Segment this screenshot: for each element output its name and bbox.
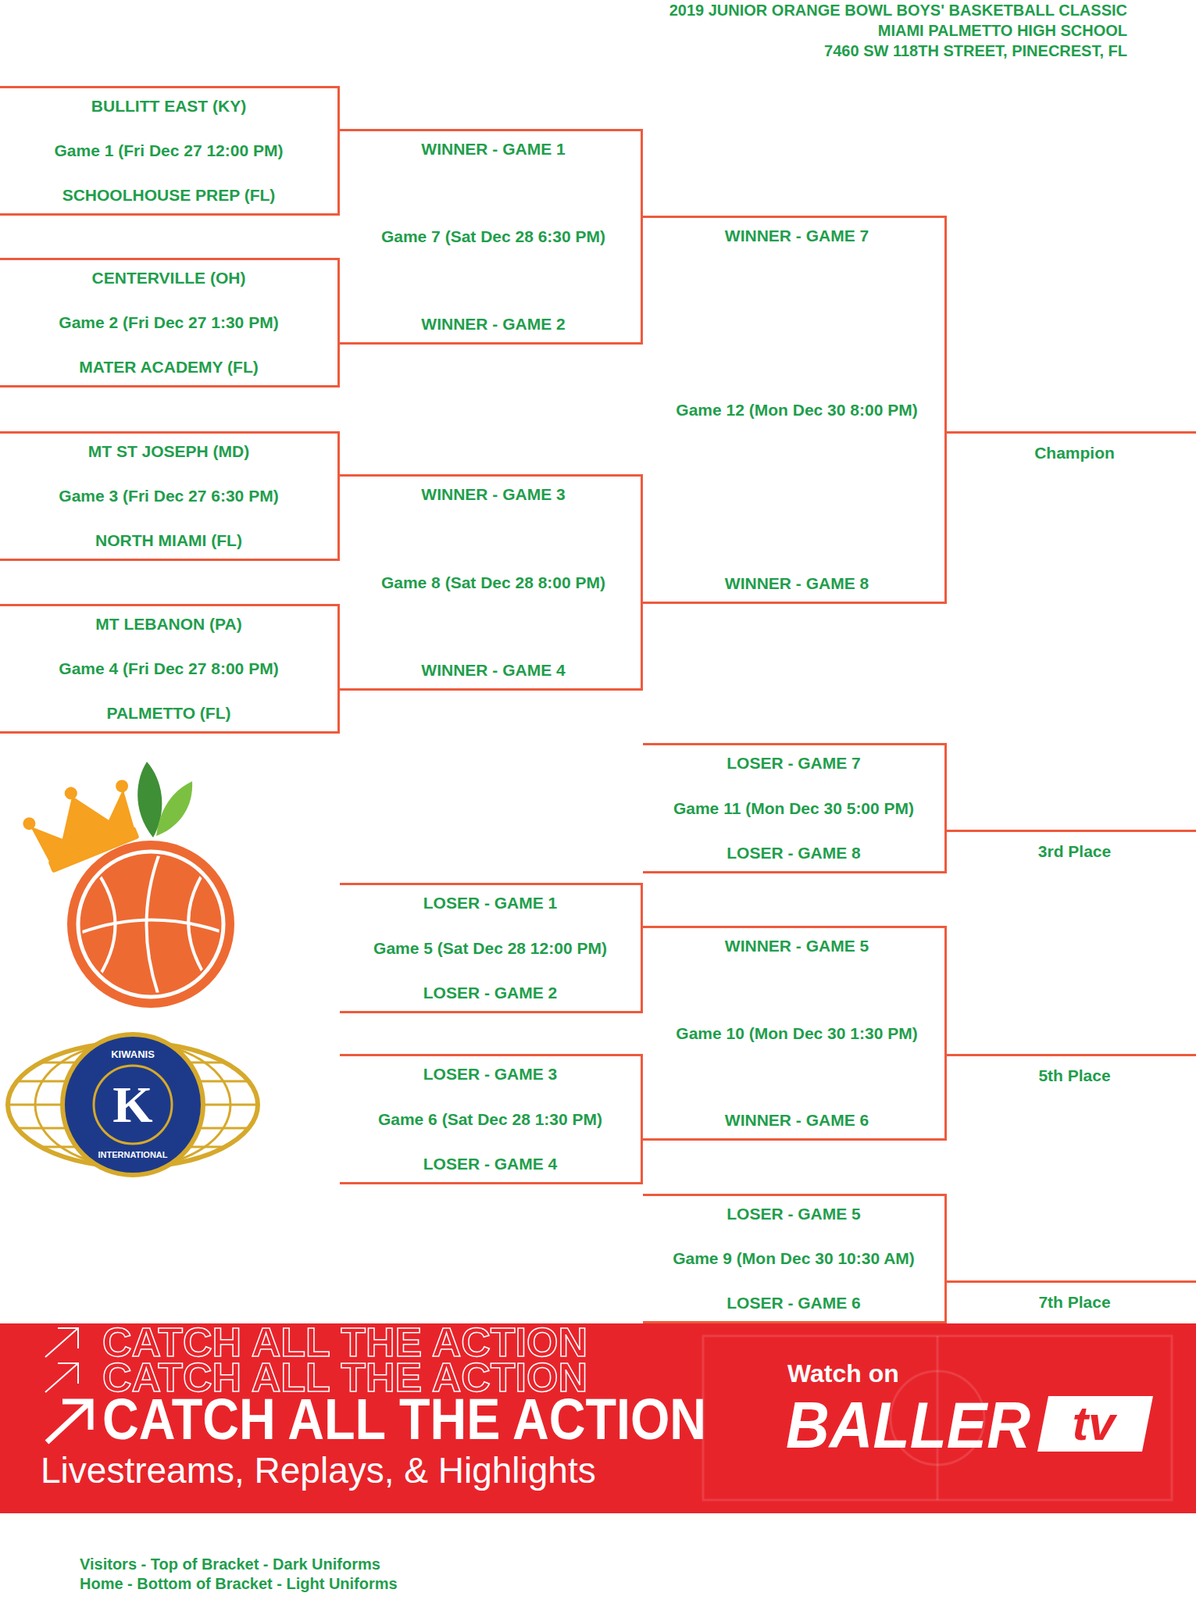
orange-bowl-logo	[16, 761, 235, 1008]
game-label: Game 4 (Fri Dec 27 8:00 PM)	[58, 658, 279, 679]
game-bracket: BULLITT EAST (KY) Game 1 (Fri Dec 27 12:0…	[0, 85, 340, 216]
team-slot: WINNER - GAME 8	[724, 573, 869, 594]
watch-on-text: Watch on	[787, 1359, 900, 1389]
team-slot: NORTH MIAMI (FL)	[95, 530, 243, 551]
place-label: Champion	[1034, 442, 1115, 464]
game-label: Game 8 (Sat Dec 28 8:00 PM)	[381, 572, 606, 593]
art-shape	[21, 815, 38, 832]
team-slot: LOSER - GAME 6	[726, 1292, 861, 1314]
art-shape	[47, 826, 140, 874]
team-slot: MATER ACADEMY (FL)	[78, 357, 258, 378]
place-label: 5th Place	[1038, 1065, 1111, 1086]
venue-address: 7460 SW 118TH STREET, PINECREST, FL	[824, 40, 1128, 61]
kiwanis-inner	[93, 1065, 172, 1144]
venue-name: MIAMI PALMETTO HIGH SCHOOL	[878, 20, 1128, 41]
game-bracket: CENTERVILLE (OH) Game 2 (Fri Dec 27 1:30 …	[0, 257, 340, 388]
art-shape	[146, 851, 161, 1000]
team-slot: LOSER - GAME 2	[423, 982, 558, 1004]
game-label: Game 9 (Mon Dec 30 10:30 AM)	[672, 1248, 915, 1269]
team-slot: MT ST JOSEPH (MD)	[88, 441, 250, 462]
team-slot: LOSER - GAME 1	[423, 892, 558, 914]
game-label: Game 3 (Fri Dec 27 6:30 PM)	[58, 485, 279, 507]
place-slot: 5th Place	[953, 1053, 1196, 1101]
game-bracket: LOSER - GAME 3 Game 6 (Sat Dec 28 1:30 PM…	[339, 1053, 643, 1185]
seal-text: INTERNATIONAL	[97, 1149, 168, 1160]
action-arrow	[46, 1401, 91, 1443]
banner-headline: CATCH ALL THE ACTION	[102, 1390, 707, 1449]
game-bracket: LOSER - GAME 1 Game 5 (Sat Dec 28 12:00 P…	[339, 882, 643, 1014]
team-slot: PALMETTO (FL)	[106, 703, 231, 724]
team-slot: LOSER - GAME 3	[423, 1063, 558, 1085]
uniform-note: Visitors - Top of Bracket - Dark Uniform…	[79, 1553, 381, 1575]
team-slot: WINNER - GAME 2	[421, 314, 565, 335]
art-shape	[188, 867, 211, 985]
game-bracket: MT LEBANON (PA) Game 4 (Fri Dec 27 8:00 P…	[0, 603, 340, 734]
game-bracket: MT ST JOSEPH (MD) Game 3 (Fri Dec 27 6:30…	[0, 431, 340, 561]
game-label: Game 1 (Fri Dec 27 12:00 PM)	[54, 140, 284, 161]
ghost-arrow	[45, 1363, 79, 1393]
team-slot: WINNER - GAME 7	[724, 225, 869, 247]
uniform-note: Home - Bottom of Bracket - Light Uniform…	[79, 1573, 398, 1594]
game-label: Game 5 (Sat Dec 28 12:00 PM)	[373, 938, 607, 959]
team-slot: CENTERVILLE (OH)	[92, 267, 247, 289]
place-slot: 3rd Place	[953, 829, 1196, 877]
team-slot: WINNER - GAME 3	[421, 484, 565, 505]
game-bracket: WINNER - GAME 3 Game 8 (Sat Dec 28 8:00 P…	[346, 474, 643, 691]
team-slot: BULLITT EAST (KY)	[91, 96, 247, 117]
brand-name: BALLER	[785, 1392, 1031, 1458]
art-shape	[62, 785, 79, 802]
tournament-title: 2019 JUNIOR ORANGE BOWL BOYS' BASKETBALL…	[669, 0, 1128, 21]
team-slot: LOSER - GAME 7	[726, 753, 861, 774]
ball-outer	[67, 840, 235, 1008]
art-shape	[93, 867, 116, 985]
kiwanis-logo	[0, 1034, 266, 1175]
ghost-arrow	[45, 1328, 79, 1357]
team-slot: WINNER - GAME 1	[421, 139, 565, 160]
team-slot: MT LEBANON (PA)	[95, 614, 242, 635]
place-slot: Champion	[953, 431, 1196, 479]
art-shape	[703, 1335, 1172, 1500]
game-bracket: WINNER - GAME 5 Game 10 (Mon Dec 30 1:30 …	[649, 925, 947, 1141]
ball-seams	[78, 851, 227, 1000]
game-bracket: WINNER - GAME 7 Game 12 (Mon Dec 30 8:00 …	[649, 215, 947, 604]
seal-letter: K	[112, 1078, 153, 1131]
game-label: Game 7 (Sat Dec 28 6:30 PM)	[381, 226, 606, 247]
game-label: Game 6 (Sat Dec 28 1:30 PM)	[378, 1109, 603, 1130]
place-label: 7th Place	[1038, 1292, 1111, 1313]
team-slot: LOSER - GAME 5	[726, 1203, 861, 1225]
art-shape	[114, 778, 131, 795]
game-bracket: LOSER - GAME 5 Game 9 (Mon Dec 30 10:30 A…	[642, 1193, 947, 1324]
team-slot: SCHOOLHOUSE PREP (FL)	[62, 185, 276, 206]
kiwanis-seal	[62, 1034, 204, 1175]
banner-subline: Livestreams, Replays, & Highlights	[40, 1449, 597, 1492]
court-pattern	[703, 1335, 1172, 1500]
team-slot: WINNER - GAME 6	[724, 1110, 869, 1131]
team-slot: WINNER - GAME 4	[421, 660, 565, 681]
game-label: Game 10 (Mon Dec 30 1:30 PM)	[675, 1023, 918, 1044]
brand-badge: tv	[1071, 1399, 1115, 1448]
seal-text: KIWANIS	[110, 1049, 155, 1061]
team-slot: WINNER - GAME 5	[724, 935, 869, 957]
game-bracket: LOSER - GAME 7 Game 11 (Mon Dec 30 5:00 P…	[642, 742, 947, 874]
leaf	[156, 781, 193, 836]
tv-badge	[1037, 1395, 1154, 1452]
ball-ring	[78, 851, 224, 997]
team-slot: LOSER - GAME 8	[726, 842, 861, 864]
team-slot: LOSER - GAME 4	[423, 1153, 558, 1175]
game-label: Game 2 (Fri Dec 27 1:30 PM)	[58, 312, 279, 333]
game-label: Game 11 (Mon Dec 30 5:00 PM)	[673, 798, 914, 819]
place-slot: 7th Place	[953, 1280, 1196, 1321]
art-shape	[78, 920, 227, 935]
game-label: Game 12 (Mon Dec 30 8:00 PM)	[675, 399, 918, 421]
place-label: 3rd Place	[1038, 841, 1111, 862]
crown	[16, 766, 149, 877]
game-bracket: WINNER - GAME 1 Game 7 (Sat Dec 28 6:30 P…	[346, 128, 643, 345]
